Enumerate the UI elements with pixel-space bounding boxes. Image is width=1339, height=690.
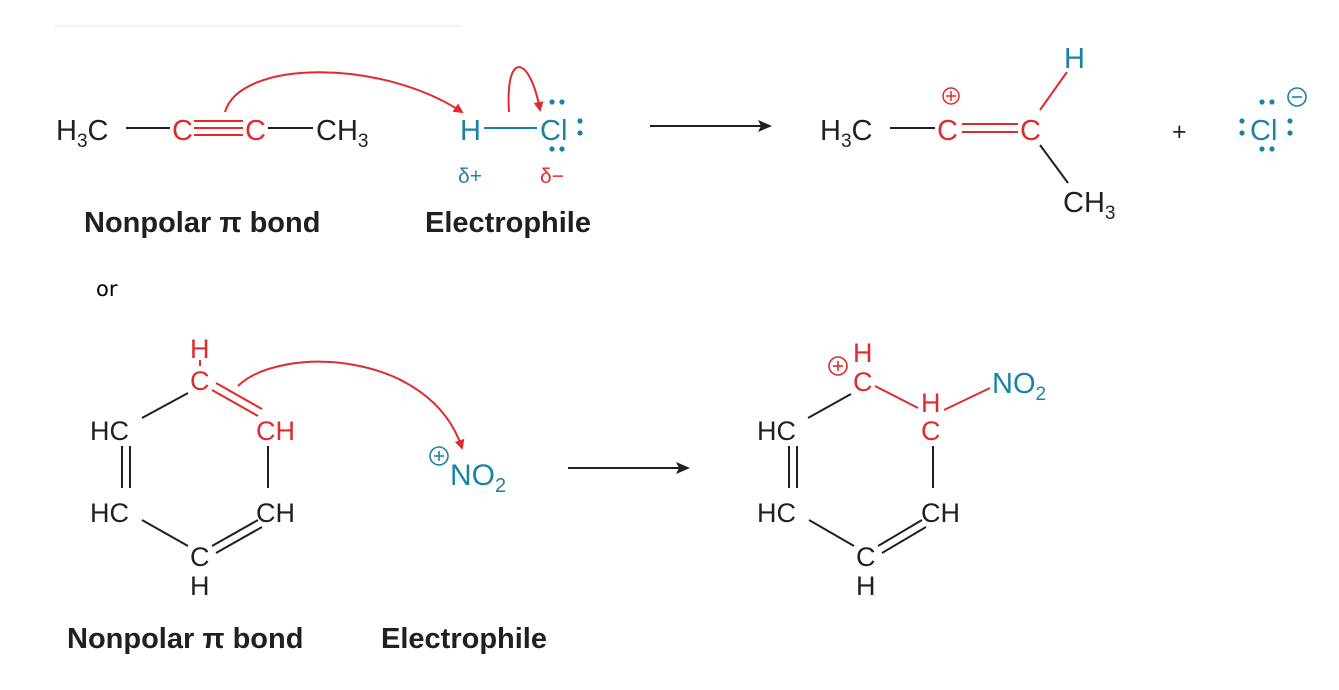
product-c2: C <box>1020 115 1041 147</box>
product-top-c: C <box>853 367 873 397</box>
ring-bottom-c: C <box>190 542 210 572</box>
reaction-1: H3C C C CH3 H Cl δ+ δ− Nonpolar π bond E… <box>56 43 1307 239</box>
delta-plus: δ+ <box>458 165 482 188</box>
ring-bottom-right-double-1 <box>211 519 259 547</box>
product-left-top-hc: HC <box>757 416 796 446</box>
ring-bottom-right-double-2 <box>215 526 263 554</box>
product-bottom-right-double-2 <box>881 526 927 554</box>
chloride-negative-charge <box>1287 87 1307 107</box>
ring-double-bond-top-2 <box>215 382 263 410</box>
curved-arrow-pi-to-h <box>224 71 464 114</box>
plus-sign: + <box>1172 118 1187 146</box>
bond-ring-top-left <box>141 392 189 419</box>
chloride-ion: Cl <box>1250 115 1277 147</box>
product-bottom-h: H <box>856 571 876 601</box>
or-separator: or <box>96 277 118 301</box>
ring-left-top-hc: HC <box>90 416 129 446</box>
product-bottom-c: C <box>856 542 876 572</box>
product-bond-top-right <box>874 385 919 409</box>
ring-double-bond-top-1 <box>211 389 259 417</box>
product-sp3-c: C <box>921 416 941 446</box>
reactant-right-methyl: CH3 <box>316 115 368 152</box>
ring-right-top-ch: CH <box>256 416 295 446</box>
chloride-lone-pairs <box>1239 99 1293 152</box>
label-nonpolar-pi-bond-1: Nonpolar π bond <box>84 207 320 239</box>
ring-top-c: C <box>190 366 210 396</box>
arenium-charge <box>828 356 848 376</box>
reactant-alkyne-c2: C <box>245 115 266 147</box>
product-bond-c-no2 <box>943 387 991 411</box>
electrophile-cl: Cl <box>540 115 567 147</box>
reaction-2: H C HC CH HC CH C H NO2 Nonpolar π bond … <box>67 334 1046 655</box>
delta-minus: δ− <box>540 165 564 188</box>
product-new-h: H <box>1064 43 1085 75</box>
product-bottom-right-double-1 <box>877 519 923 547</box>
product-top-h: H <box>853 338 873 368</box>
product-right-bottom-ch: CH <box>921 498 960 528</box>
ring-bottom-left-bond <box>141 519 189 547</box>
label-electrophile-2: Electrophile <box>381 623 547 655</box>
product-left-bottom-hc: HC <box>757 498 796 528</box>
reactant-left-methyl: H3C <box>56 115 108 152</box>
nitronium-charge <box>429 446 449 466</box>
ring-right-bottom-ch: CH <box>256 498 295 528</box>
product-cation-carbon: C <box>937 115 958 147</box>
product-bottom-methyl: CH3 <box>1063 187 1115 224</box>
electrophile-no2: NO2 <box>450 459 506 497</box>
label-nonpolar-pi-bond-2: Nonpolar π bond <box>67 623 303 655</box>
bond-product-c-ch3 <box>1039 144 1069 184</box>
curved-arrow-bond-to-cl <box>507 66 544 113</box>
product-no2: NO2 <box>992 368 1046 405</box>
product-sp3-h: H <box>921 388 941 418</box>
ring-bottom-h: H <box>190 571 210 601</box>
product-cation-charge <box>942 87 960 105</box>
product-bottom-left-bond <box>808 519 855 547</box>
electrophile-h: H <box>460 115 481 147</box>
product-bond-top-left <box>807 393 852 419</box>
cl-lone-pairs <box>549 99 583 152</box>
curved-arrow-pi-to-no2 <box>237 360 465 450</box>
label-electrophile-1: Electrophile <box>425 207 591 239</box>
ring-left-bottom-hc: HC <box>90 498 129 528</box>
ring-top-h: H <box>190 334 210 364</box>
product-left-methyl: H3C <box>820 115 872 152</box>
bond-product-c-h <box>1039 71 1068 111</box>
reactant-alkyne-c1: C <box>172 115 193 147</box>
